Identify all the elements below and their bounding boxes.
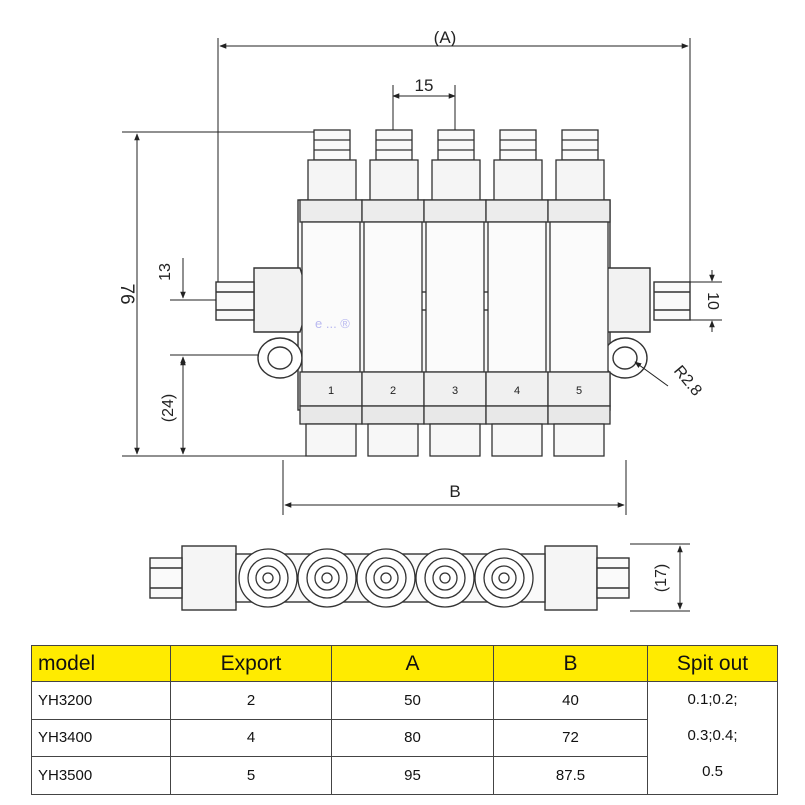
outlet-number-3: 3 bbox=[452, 385, 458, 397]
outlet-number-2: 2 bbox=[390, 385, 396, 397]
top-outlet-3 bbox=[356, 548, 416, 608]
cell-spit-out: 0.1;0.2; 0.3;0.4; 0.5 bbox=[647, 681, 778, 795]
outlet-2 bbox=[361, 129, 425, 457]
top-outlet-2 bbox=[297, 548, 357, 608]
spit-out-value: 0.3;0.4; bbox=[687, 727, 738, 744]
top-outlet-4 bbox=[415, 548, 475, 608]
cell-export: 4 bbox=[170, 718, 332, 758]
cell-export: 2 bbox=[170, 681, 332, 720]
table-header-row: model Export A B Spit out bbox=[31, 645, 778, 682]
outlet-5 bbox=[547, 129, 611, 457]
cell-model: YH3400 bbox=[31, 718, 171, 758]
spec-table: model Export A B Spit out YH3200 2 50 40… bbox=[31, 645, 778, 795]
dim-port-offset: 13 bbox=[157, 263, 174, 281]
spit-out-value: 0.5 bbox=[702, 763, 723, 780]
watermark: e ... ® bbox=[315, 316, 350, 331]
header-b: B bbox=[493, 645, 648, 682]
dim-body-length: B bbox=[449, 482, 460, 501]
outlet-3 bbox=[423, 129, 487, 457]
dim-depth: (17) bbox=[653, 564, 670, 592]
technical-drawing: 1 2 3 4 5 e ... ® bbox=[116, 28, 722, 612]
table-row: YH3200 2 50 40 0.1;0.2; 0.3;0.4; 0.5 bbox=[31, 681, 778, 795]
header-export: Export bbox=[170, 645, 332, 682]
cell-model: YH3500 bbox=[31, 756, 171, 795]
outlet-columns bbox=[299, 129, 611, 457]
outlet-number-1: 1 bbox=[328, 385, 334, 397]
cell-b: 87.5 bbox=[493, 756, 648, 795]
outlet-number-4: 4 bbox=[514, 385, 520, 397]
dim-overall-length: (A) bbox=[434, 28, 457, 47]
table-row: YH3500 5 95 87.5 bbox=[31, 756, 778, 795]
header-spit-out: Spit out bbox=[647, 645, 778, 682]
dim-mount-height: (24) bbox=[160, 394, 177, 422]
cell-b: 72 bbox=[493, 718, 648, 758]
header-model: model bbox=[31, 645, 171, 682]
dim-pitch: 15 bbox=[415, 76, 434, 95]
cell-model: YH3200 bbox=[31, 681, 171, 720]
outlet-4 bbox=[485, 129, 549, 457]
cell-export: 5 bbox=[170, 756, 332, 795]
cell-a: 95 bbox=[331, 756, 494, 795]
dim-radius: R2.8 bbox=[670, 363, 705, 400]
dim-port-size: 10 bbox=[704, 292, 721, 310]
spit-out-value: 0.1;0.2; bbox=[687, 691, 738, 708]
outlet-1 bbox=[299, 129, 363, 457]
cell-b: 40 bbox=[493, 681, 648, 720]
top-outlet-1 bbox=[238, 548, 298, 608]
header-a: A bbox=[331, 645, 494, 682]
dim-height: 76 bbox=[116, 283, 137, 304]
outlet-number-5: 5 bbox=[576, 385, 582, 397]
cell-a: 50 bbox=[331, 681, 494, 720]
cell-a: 80 bbox=[331, 718, 494, 758]
top-view-outlets bbox=[238, 548, 534, 608]
top-outlet-5 bbox=[474, 548, 534, 608]
